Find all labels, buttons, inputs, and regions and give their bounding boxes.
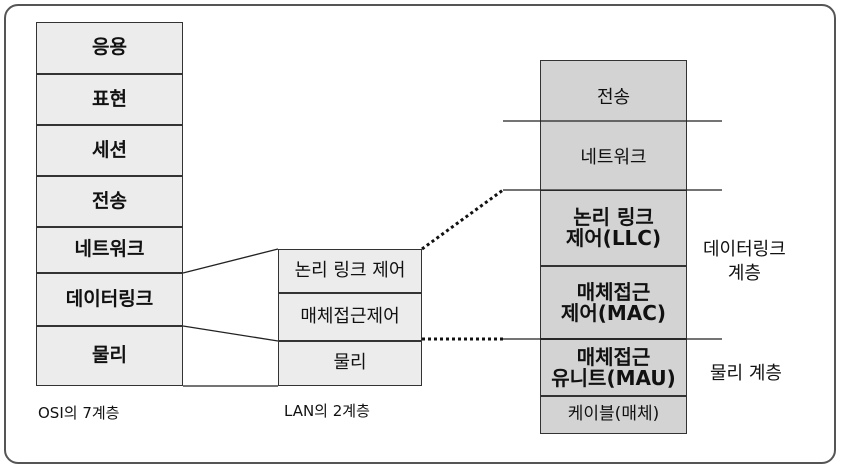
std-layer-network: 네트워크 (580, 147, 647, 168)
lan-caption: LAN의 2계층 (284, 402, 370, 420)
connector-datalink-top (182, 248, 279, 274)
std-mau-line1: 매체접근 (576, 344, 651, 369)
std-mac-line1: 매체접근 (576, 279, 651, 304)
osi-layer-physical: 물리 (36, 326, 183, 386)
lan-layer-mac: 매체접근제어 (278, 293, 422, 341)
lan-layer-physical: 물리 (278, 341, 422, 386)
std-llc-line2: 제어(LLC) (565, 226, 662, 250)
osi-layer-presentation: 표현 (36, 74, 183, 125)
connector-datalink-bottom (182, 325, 279, 342)
std-mau-line2: 유니트(MAU) (551, 365, 676, 390)
osi-layer-network: 네트워크 (36, 227, 183, 273)
std-layer-llc: 논리 링크 제어(LLC) (540, 190, 687, 266)
std-layer-cable: 케이블(매체) (540, 396, 687, 434)
dotted-connector-llc (421, 188, 504, 251)
lan-layer-llc: 논리 링크 제어 (278, 249, 422, 293)
label-physical-layer: 물리 계층 (710, 363, 782, 384)
std-llc-line1: 논리 링크 (573, 205, 654, 229)
label-datalink-line1: 데이터링크 (703, 239, 786, 260)
osi-layer-datalink: 데이터링크 (36, 273, 183, 326)
diagram-frame (4, 4, 836, 464)
label-datalink-line2: 계층 (727, 263, 761, 285)
osi-layer-session: 세션 (36, 125, 183, 176)
osi-layer-application: 응용 (36, 22, 183, 74)
osi-caption: OSI의 7계층 (38, 404, 120, 422)
std-layer-mau: 매체접근 유니트(MAU) (540, 339, 687, 396)
label-datalink-layer: 데이터링크 계층 (703, 238, 786, 287)
std-layer-transport: 전송 (596, 87, 631, 108)
std-upper-block (540, 60, 687, 190)
osi-layer-transport: 전송 (36, 176, 183, 227)
std-mac-line2: 제어(MAC) (560, 300, 667, 325)
